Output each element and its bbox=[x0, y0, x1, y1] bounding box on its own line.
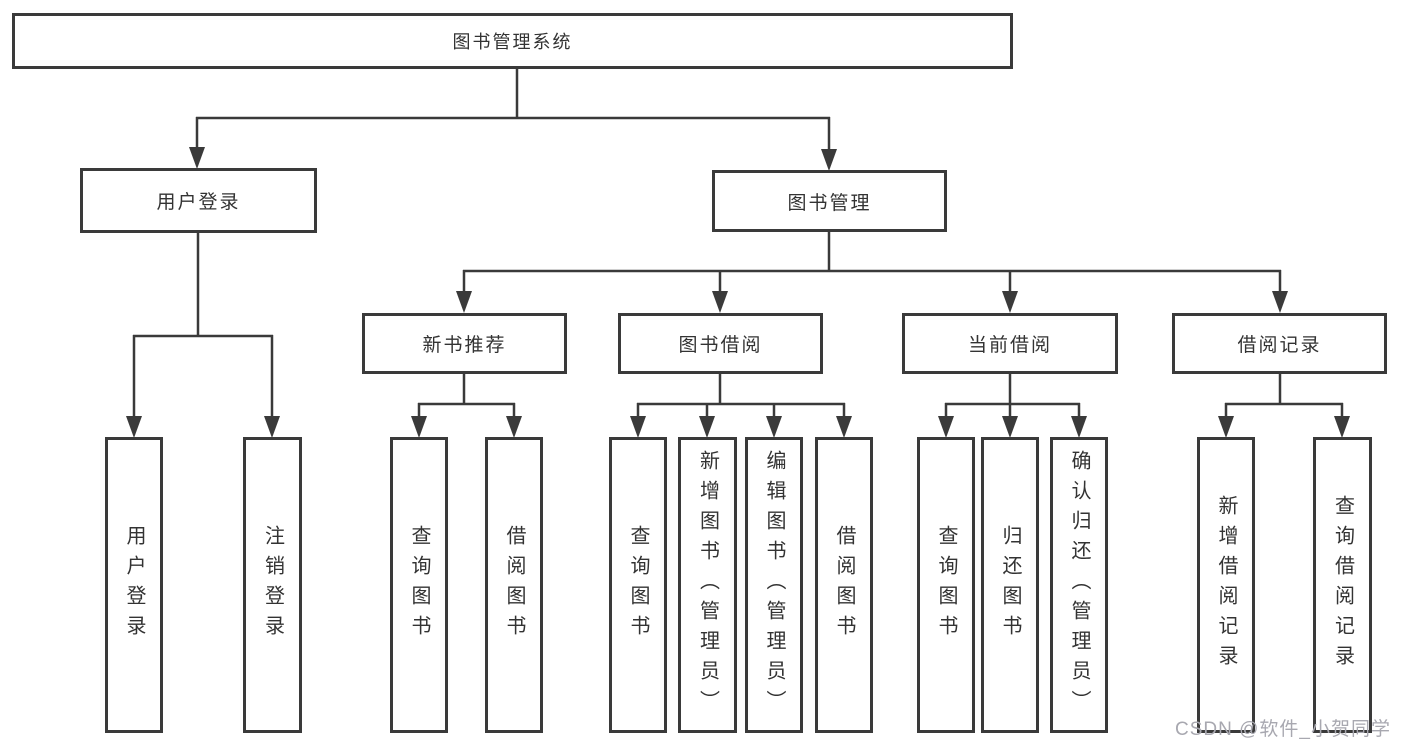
node-book-management: 图书管理 bbox=[712, 170, 947, 232]
leaf-logout: 注销登录 bbox=[243, 437, 302, 733]
leaf-query-borrow-record: 查询借阅记录 bbox=[1313, 437, 1372, 733]
leaf-user-login: 用户登录 bbox=[105, 437, 163, 733]
arrowheads-leaves bbox=[411, 416, 1350, 438]
leaf-query-books-2: 查询图书 bbox=[609, 437, 667, 733]
connector-book-mgmt-branch bbox=[462, 232, 1282, 296]
connector-user-login-branch bbox=[132, 233, 274, 420]
leaf-edit-books-admin: 编辑图书（管理员） bbox=[745, 437, 803, 733]
leaf-return-books: 归还图书 bbox=[981, 437, 1039, 733]
leaf-confirm-return-admin: 确认归还（管理员） bbox=[1050, 437, 1108, 733]
leaf-query-books-1: 查询图书 bbox=[390, 437, 448, 733]
arrowheads-level3 bbox=[456, 291, 1288, 313]
node-root-system: 图书管理系统 bbox=[12, 13, 1013, 69]
leaf-query-books-3: 查询图书 bbox=[917, 437, 975, 733]
leaf-add-books-admin: 新增图书（管理员） bbox=[678, 437, 737, 733]
node-borrow-records: 借阅记录 bbox=[1172, 313, 1387, 374]
arrowheads-user-login-branch bbox=[126, 416, 280, 438]
node-user-login: 用户登录 bbox=[80, 168, 317, 233]
csdn-watermark: CSDN @软件_小贺同学 bbox=[1175, 719, 1391, 740]
node-current-borrowing: 当前借阅 bbox=[902, 313, 1118, 374]
connector-root-to-level2 bbox=[195, 69, 831, 152]
connector-level3-branches bbox=[417, 374, 1344, 420]
leaf-borrow-books-1: 借阅图书 bbox=[485, 437, 543, 733]
node-book-borrowing: 图书借阅 bbox=[618, 313, 823, 374]
leaf-add-borrow-record: 新增借阅记录 bbox=[1197, 437, 1255, 733]
leaf-borrow-books-2: 借阅图书 bbox=[815, 437, 873, 733]
node-new-book-recommend: 新书推荐 bbox=[362, 313, 567, 374]
